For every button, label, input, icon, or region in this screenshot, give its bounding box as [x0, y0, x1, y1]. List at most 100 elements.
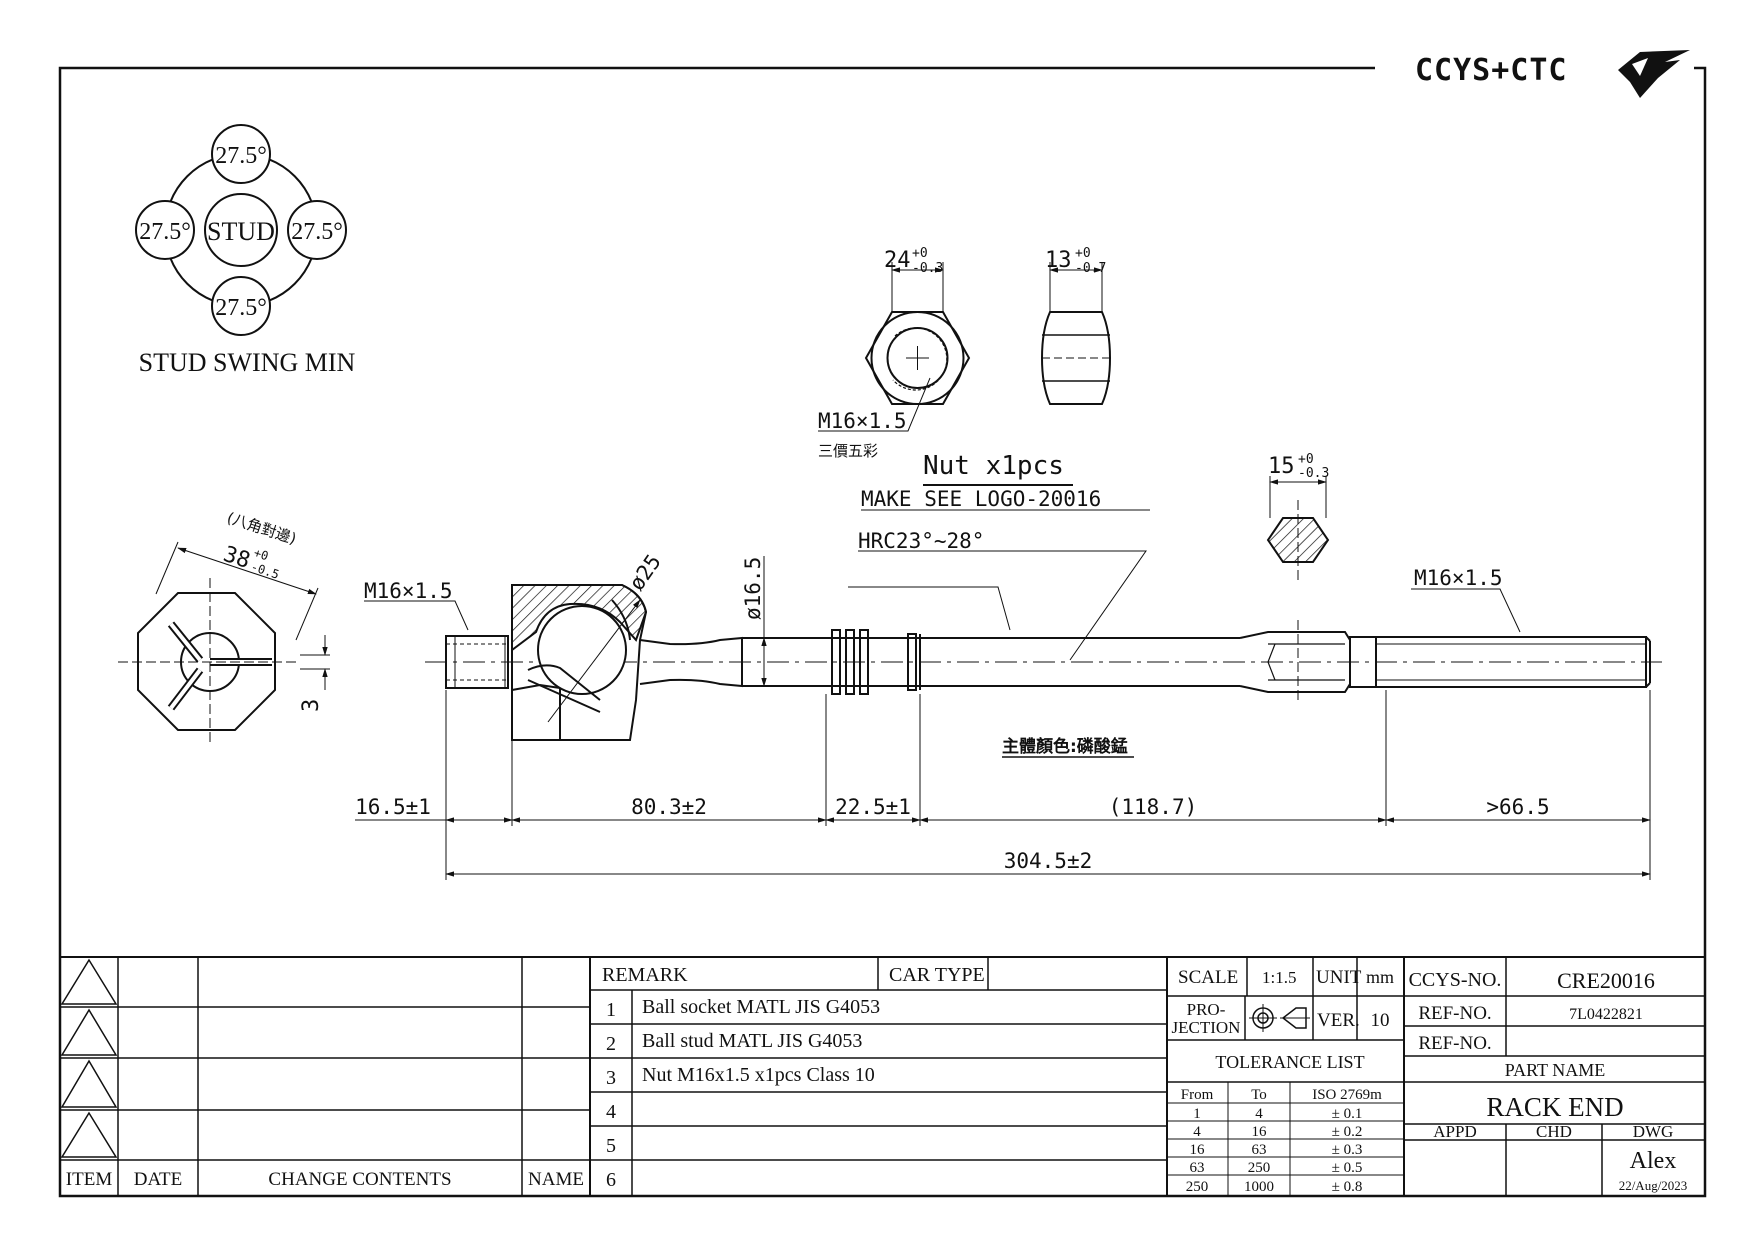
drawing-date: 22/Aug/2023: [1619, 1178, 1688, 1193]
tol-cell: 63: [1190, 1160, 1205, 1176]
octagon-note: (八角對邊): [225, 509, 299, 548]
stud-swing-caption: STUD SWING MIN: [139, 348, 356, 377]
tol-cell: ± 0.5: [1332, 1160, 1363, 1176]
logo-note-label: MAKE SEE LOGO-20016: [861, 487, 1101, 511]
remark-no: 5: [606, 1135, 616, 1157]
ver-value: 10: [1371, 1010, 1390, 1031]
dim-stud-length: 16.5±1: [355, 795, 431, 819]
octagon-dim: 38: [220, 542, 253, 574]
nut-front-view: [864, 262, 971, 405]
ver-label: VER.: [1317, 1010, 1360, 1031]
rack-end-main-view: [425, 584, 1662, 880]
nut-height-tol-lower: -0.7: [1075, 261, 1106, 276]
nut-width-dim: 24: [884, 248, 911, 273]
nut-side-view: [1040, 262, 1112, 405]
swing-angle-left: 27.5°: [139, 219, 191, 245]
revision-table: [59, 956, 591, 1197]
unit-label: UNIT: [1316, 967, 1362, 988]
swing-angle-right: 27.5°: [291, 219, 343, 245]
drawn-by: Alex: [1630, 1148, 1677, 1174]
octagon-tol-upper: +0: [252, 546, 270, 564]
stud-label: STUD: [207, 217, 275, 246]
dim-shaft-length: (118.7): [1109, 795, 1198, 819]
nut-title: Nut x1pcs: [923, 451, 1064, 481]
ccys-no-label: CCYS-NO.: [1409, 969, 1502, 991]
rev-header-item: ITEM: [66, 1169, 113, 1190]
dwg-label: DWG: [1633, 1122, 1674, 1141]
remark-no: 3: [606, 1067, 616, 1089]
shaft-diameter-label: ø16.5: [741, 557, 765, 620]
stud-swing-diagram: [135, 124, 347, 336]
hardness-label: HRC23°~28°: [858, 529, 984, 553]
nut-width-tol-lower: -0.3: [912, 261, 943, 276]
car-type-label: CAR TYPE: [889, 964, 985, 986]
rev-header-name: NAME: [528, 1169, 584, 1190]
remark-no: 2: [606, 1033, 616, 1055]
tol-header-from: From: [1181, 1087, 1214, 1103]
tol-cell: 1: [1193, 1106, 1201, 1122]
nut-height-dim: 13: [1045, 248, 1072, 273]
hex-dim: 15: [1268, 454, 1295, 479]
tol-cell: 63: [1252, 1142, 1267, 1158]
remark-no: 1: [606, 999, 616, 1021]
appd-label: APPD: [1433, 1122, 1476, 1141]
octagon-slot-dim: 3: [299, 699, 324, 712]
wing-logo-icon: [1618, 50, 1690, 98]
company-logo: CCYS+CTC: [1415, 50, 1690, 98]
scale-value: 1:1.5: [1262, 968, 1296, 987]
tol-header-to: To: [1251, 1087, 1267, 1103]
unit-value: mm: [1366, 967, 1394, 987]
remark-text: Ball stud MATL JIS G4053: [642, 1030, 862, 1052]
remark-header: REMARK: [602, 964, 688, 986]
nut-height-tol-upper: +0: [1075, 246, 1091, 261]
remark-no: 4: [606, 1101, 616, 1123]
nut-thread-label: M16×1.5: [818, 409, 907, 433]
chd-label: CHD: [1536, 1122, 1572, 1141]
projection-label-1: PRO-: [1187, 1000, 1226, 1019]
tol-cell: 250: [1186, 1179, 1209, 1195]
logo-text: CCYS+CTC: [1415, 53, 1568, 88]
ref-no-label: REF-NO.: [1418, 1003, 1491, 1024]
right-thread-label: M16×1.5: [1414, 566, 1503, 590]
part-name-label: PART NAME: [1505, 1060, 1605, 1080]
tol-cell: 250: [1248, 1160, 1271, 1176]
ref-no-value: 7L0422821: [1569, 1006, 1643, 1023]
scale-label: SCALE: [1178, 967, 1238, 988]
rev-header-date: DATE: [134, 1169, 183, 1190]
dim-overall-length: 304.5±2: [1004, 849, 1093, 873]
rev-header-change: CHANGE CONTENTS: [268, 1169, 451, 1190]
dim-ring-length: 22.5±1: [835, 795, 911, 819]
swing-angle-top: 27.5°: [215, 143, 267, 169]
nut-finish-label: 三價五彩: [818, 442, 878, 460]
dim-housing-length: 80.3±2: [631, 795, 707, 819]
body-color-note: 主體顏色:磷酸錳: [1002, 736, 1128, 757]
tol-cell: 16: [1190, 1142, 1206, 1158]
remark-text: Ball socket MATL JIS G4053: [642, 996, 880, 1018]
nut-width-tol-upper: +0: [912, 246, 928, 261]
remark-text: Nut M16x1.5 x1pcs Class 10: [642, 1064, 875, 1086]
octagon-end-view: [118, 541, 330, 746]
tol-cell: ± 0.1: [1332, 1106, 1363, 1122]
dim-thread-length: >66.5: [1486, 795, 1549, 819]
tolerance-title: TOLERANCE LIST: [1215, 1052, 1364, 1072]
sphere-diameter-label: ø25: [624, 550, 665, 595]
projection-symbol-icon: [1249, 1004, 1310, 1032]
hex-tol-upper: +0: [1298, 452, 1314, 467]
swing-angle-bottom: 27.5°: [215, 295, 267, 321]
left-thread-label: M16×1.5: [364, 579, 453, 603]
revision-triangle-icon: [60, 958, 118, 1158]
hex-section-view: [1266, 476, 1330, 580]
ref-no2-label: REF-NO.: [1418, 1033, 1491, 1054]
part-name-value: RACK END: [1486, 1092, 1623, 1122]
tol-cell: ± 0.2: [1332, 1124, 1363, 1140]
projection-label-2: JECTION: [1172, 1018, 1241, 1037]
tol-cell: 4: [1193, 1124, 1201, 1140]
tol-cell: 16: [1252, 1124, 1268, 1140]
hex-tol-lower: -0.3: [1298, 466, 1329, 481]
octagon-tol-lower: -0.5: [249, 560, 281, 582]
tol-cell: ± 0.8: [1332, 1179, 1363, 1195]
tol-cell: ± 0.3: [1332, 1142, 1363, 1158]
title-block: [1403, 956, 1706, 1197]
nut-thread-leader: [818, 377, 931, 432]
